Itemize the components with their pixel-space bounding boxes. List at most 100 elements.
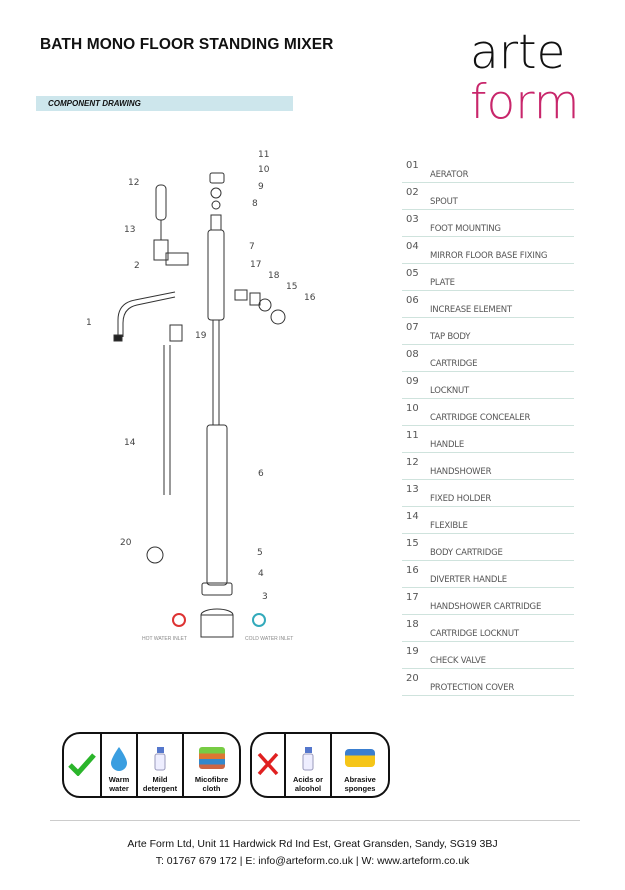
part-number: 10 <box>406 403 419 414</box>
callout: 9 <box>258 182 264 192</box>
callout: 4 <box>258 569 264 579</box>
part-label: HANDSHOWER CARTRIDGE <box>430 602 542 612</box>
part-number: 19 <box>406 646 419 657</box>
part-label: PLATE <box>430 278 455 288</box>
part-number: 18 <box>406 619 419 630</box>
footer-address: Arte Form Ltd, Unit 11 Hardwick Rd Ind E… <box>127 838 498 850</box>
care-label: cloth <box>202 784 221 793</box>
part-label: HANDLE <box>430 440 465 450</box>
check-icon <box>64 734 100 796</box>
part-label: FOOT MOUNTING <box>430 224 501 234</box>
part-label: CHECK VALVE <box>430 656 486 666</box>
care-label: Micofibre <box>194 775 229 784</box>
cloth-icon <box>198 747 225 769</box>
care-label: sponges <box>344 784 376 793</box>
hot-inlet-label: HOT WATER INLET <box>142 636 187 642</box>
part-label: PROTECTION COVER <box>430 683 515 693</box>
part-number: 06 <box>406 295 419 306</box>
callout: 12 <box>128 178 140 188</box>
care-label: Warm <box>108 775 130 784</box>
water-drop-icon <box>111 747 127 771</box>
footer-contact: T: 01767 679 172 | E: info@arteform.co.u… <box>155 855 470 867</box>
part-label: INCREASE ELEMENT <box>430 305 512 315</box>
exploded-diagram <box>113 172 286 638</box>
callout: 2 <box>134 261 140 271</box>
care-label: Abrasive <box>344 775 376 784</box>
callout: 10 <box>258 165 270 175</box>
callout: 19 <box>195 331 207 341</box>
care-label: Mild <box>152 775 168 784</box>
callout: 6 <box>258 469 264 479</box>
part-label: LOCKNUT <box>430 386 470 396</box>
logo-arte: arte <box>470 25 566 80</box>
callout: 13 <box>124 225 136 235</box>
care-label: detergent <box>142 784 178 793</box>
cross-mark-icon <box>257 752 279 775</box>
part-number: 01 <box>406 160 419 171</box>
callout: 11 <box>258 150 270 160</box>
spray-bottle-icon <box>302 747 314 771</box>
part-label: CARTRIDGE LOCKNUT <box>430 629 519 639</box>
callout: 20 <box>120 538 132 548</box>
care-label: alcohol <box>294 784 322 793</box>
callout: 15 <box>286 282 298 292</box>
callout: 7 <box>249 242 255 252</box>
care-label: Acids or <box>292 775 323 784</box>
handshower <box>153 184 189 495</box>
part-label: FLEXIBLE <box>430 521 468 531</box>
callout: 1 <box>86 318 92 328</box>
part-label: DIVERTER HANDLE <box>430 575 507 585</box>
section-heading: COMPONENT DRAWING <box>36 96 293 111</box>
callout: 16 <box>304 293 316 303</box>
callout: 5 <box>257 548 263 558</box>
callout: 3 <box>262 592 268 602</box>
part-number: 09 <box>406 376 419 387</box>
part-number: 12 <box>406 457 419 468</box>
callout: 17 <box>250 260 262 270</box>
part-number: 15 <box>406 538 419 549</box>
spout <box>113 291 176 342</box>
part-label: FIXED HOLDER <box>430 494 492 504</box>
part-label: AERATOR <box>430 170 469 180</box>
callout: 18 <box>268 271 280 281</box>
part-number: 16 <box>406 565 419 576</box>
part-label: TAP BODY <box>430 332 471 342</box>
part-label: CARTRIDGE <box>430 359 478 369</box>
part-number: 13 <box>406 484 419 495</box>
footer-divider <box>50 820 580 821</box>
logo-form: form <box>470 75 580 130</box>
cold-inlet-label: COLD WATER INLET <box>245 636 294 642</box>
hot-inlet-icon <box>172 613 186 627</box>
part-label: CARTRIDGE CONCEALER <box>430 413 531 423</box>
part-number: 17 <box>406 592 419 603</box>
part-number: 04 <box>406 241 419 252</box>
cross-icon <box>252 734 284 796</box>
part-number: 03 <box>406 214 419 225</box>
page-title: BATH MONO FLOOR STANDING MIXER <box>40 36 334 53</box>
arteform-logo: arte form <box>470 28 580 128</box>
part-number: 14 <box>406 511 419 522</box>
part-number: 02 <box>406 187 419 198</box>
part-label: SPOUT <box>430 197 458 207</box>
cold-inlet-icon <box>252 613 266 627</box>
part-number: 08 <box>406 349 419 360</box>
